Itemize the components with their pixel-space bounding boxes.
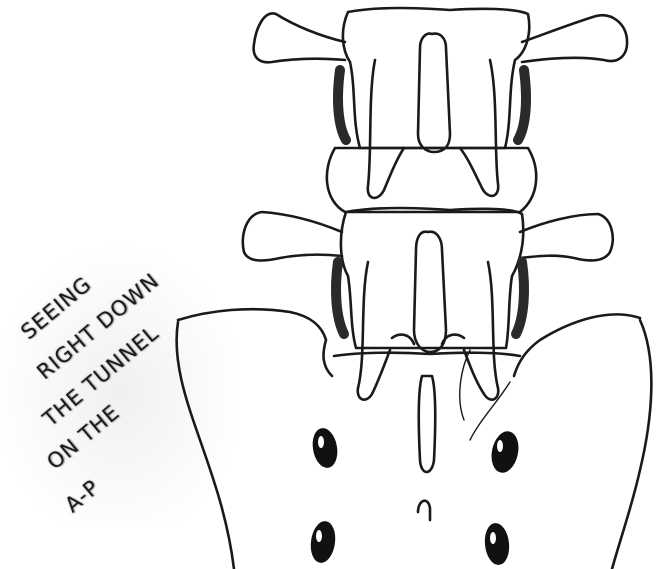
upper-vertebral-body-outline: [327, 148, 536, 212]
upper-right-pedicle-shadow: [518, 70, 526, 140]
sacral-foramen-lower-right: [484, 523, 510, 565]
handwritten-note: SEEING RIGHT DOWN THE TUNNEL ON THE A-P: [6, 228, 256, 528]
lower-vertebra: [243, 208, 613, 400]
lower-left-facet: [358, 262, 390, 400]
upper-vertebra: [254, 8, 627, 198]
lower-lamina: [341, 208, 523, 348]
sacral-foramen-upper-right: [489, 430, 521, 474]
right-iliac-crest: [514, 314, 640, 376]
upper-left-transverse-process: [254, 13, 345, 62]
lower-facet-tips: [392, 335, 464, 344]
right-sacroiliac-curve-2: [470, 382, 510, 440]
lower-right-pedicle-shadow: [516, 262, 524, 334]
upper-right-transverse-process: [522, 15, 627, 62]
lower-left-transverse-process: [243, 212, 342, 260]
lower-right-transverse-process: [520, 214, 613, 260]
lower-right-facet: [464, 262, 498, 400]
upper-right-facet: [460, 60, 498, 196]
lower-spinous-process: [414, 232, 446, 352]
sacral-foramen-upper-left: [311, 427, 339, 468]
upper-left-facet: [368, 60, 404, 198]
sacral-hiatus-mark: [418, 501, 430, 520]
lower-left-pedicle-shadow: [336, 262, 344, 334]
median-sacral-crest: [419, 376, 436, 472]
right-sacral-border: [612, 320, 651, 569]
upper-left-pedicle-shadow: [338, 70, 346, 140]
sacral-foramen-lower-left: [309, 521, 336, 564]
upper-spinous-process: [418, 34, 450, 152]
